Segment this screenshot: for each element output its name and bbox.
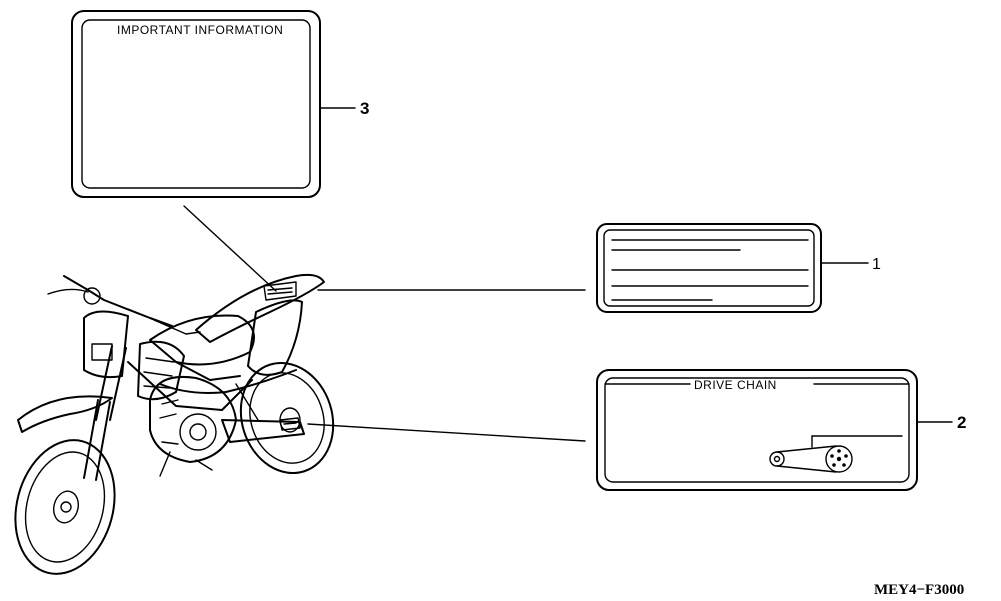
drive-chain-label[interactable]: DRIVE CHAIN [596,369,918,491]
callout-3-number: 3 [360,99,369,118]
motorcycle-illustration [14,273,335,575]
callout-2-number: 2 [957,413,966,432]
blank-label[interactable] [596,223,822,313]
callout-1: 1 [820,256,881,273]
leader-lines [183,205,586,442]
drive-chain-title: DRIVE CHAIN [694,378,777,392]
important-information-label[interactable]: IMPORTANT INFORMATION [71,10,321,198]
important-information-title: IMPORTANT INFORMATION [117,23,283,37]
callout-1-number: 1 [872,256,881,273]
diagram-code: MEY4−F3000 [874,582,964,598]
callout-3: 3 [319,99,369,118]
callout-2: 2 [916,413,966,432]
chain-sprocket-icon [769,435,903,473]
